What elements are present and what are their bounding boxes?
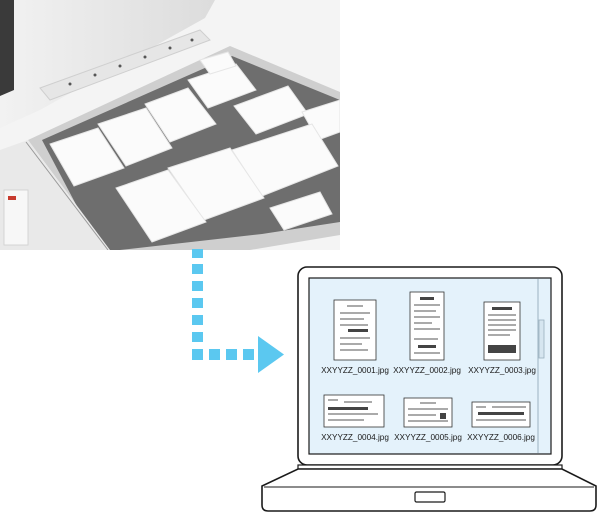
file-name: XXYYZZ_0001.jpg	[321, 366, 389, 375]
file-item-5[interactable]: XXYYZZ_0005.jpg	[394, 397, 462, 442]
receipt-thumbnail-3	[483, 301, 521, 361]
file-item-2[interactable]: XXYYZZ_0002.jpg	[393, 291, 461, 375]
receipt-paper	[199, 51, 237, 75]
scanner-photo	[0, 0, 340, 250]
scrollbar-thumb[interactable]	[538, 319, 545, 359]
receipt-thumbnail-1	[333, 299, 377, 361]
file-item-1[interactable]: XXYYZZ_0001.jpg	[321, 299, 389, 375]
receipt-thumbnail-5	[403, 397, 453, 428]
receipts-on-glass	[49, 51, 340, 243]
file-name: XXYYZZ_0004.jpg	[321, 433, 389, 442]
file-item-4[interactable]: XXYYZZ_0004.jpg	[321, 394, 389, 442]
receipt-paper	[115, 169, 207, 243]
receipt-paper	[49, 127, 125, 187]
hinge-dots	[68, 38, 194, 86]
label-mark	[8, 196, 16, 200]
file-name: XXYYZZ_0006.jpg	[467, 433, 535, 442]
lid-hinge	[39, 29, 211, 101]
receipt-thumbnail-2	[409, 291, 445, 361]
file-item-3[interactable]: XXYYZZ_0003.jpg	[468, 301, 536, 375]
file-item-6[interactable]: XXYYZZ_0006.jpg	[467, 401, 535, 442]
laptop-base	[261, 468, 597, 512]
receipt-thumbnail-4	[323, 394, 385, 428]
receipt-paper	[97, 107, 173, 167]
receipt-paper	[144, 87, 217, 143]
receipt-thumbnail-6	[471, 401, 531, 428]
file-name: XXYYZZ_0002.jpg	[393, 366, 461, 375]
trackpad[interactable]	[414, 491, 446, 503]
platen-edge	[25, 141, 109, 250]
file-name: XXYYZZ_0003.jpg	[468, 366, 536, 375]
receipt-paper	[269, 191, 333, 231]
lid-edge	[0, 0, 14, 96]
file-name: XXYYZZ_0005.jpg	[394, 433, 462, 442]
